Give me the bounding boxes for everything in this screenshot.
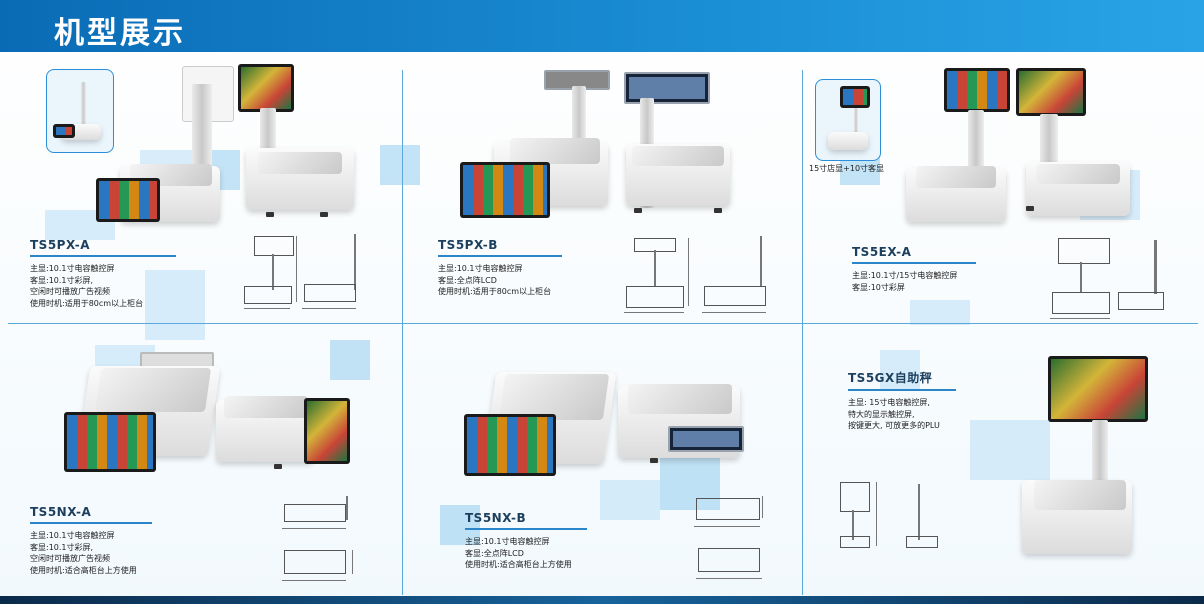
model-spec: 主显:10.1寸/15寸电容触控屏 <box>852 271 958 280</box>
model-spec: 主显:10.1寸电容触控屏 <box>438 264 523 273</box>
header-banner: 机型展示 <box>0 0 1204 52</box>
ts5ex-a-dimension-drawing <box>1050 234 1170 324</box>
grid-divider <box>8 323 1198 324</box>
ts5px-b-product-image <box>460 66 740 231</box>
model-name: TS5GX自助秤 <box>848 371 933 385</box>
model-name-underline <box>465 528 587 530</box>
ts5px-a-thumbnail <box>46 69 114 153</box>
model-spec: 客显:全点阵LCD <box>438 275 497 285</box>
ts5px-b-dimension-drawing <box>624 232 774 317</box>
ts5gx-dimension-drawing <box>836 470 946 554</box>
ts5gx-product-image <box>1018 356 1158 564</box>
model-ts5px-b: TS5PX-B 主显:10.1寸电容触控屏 客显:全点阵LCD 使用时机:适用于… <box>438 238 562 298</box>
ts5ex-a-product-image <box>900 64 1150 224</box>
grid-divider <box>402 70 403 595</box>
model-name: TS5NX-B <box>465 511 527 525</box>
ts5px-a-product-image <box>90 60 360 230</box>
model-spec: 客显:全点阵LCD <box>465 548 524 558</box>
model-name-underline <box>30 522 152 524</box>
model-spec: 特大的显示触控屏, <box>848 409 915 419</box>
model-name-underline <box>848 389 956 391</box>
model-spec: 空闲时可播放广告视频 <box>30 287 110 296</box>
model-spec: 主显:10.1寸电容触控屏 <box>30 264 115 273</box>
model-spec: 主显:10.1寸电容触控屏 <box>30 531 115 540</box>
ts5ex-a-thumbnail-caption: 15寸店显+10寸客显 <box>809 164 885 173</box>
model-spec: 主显:10.1寸电容触控屏 <box>465 537 550 546</box>
model-ts5nx-b: TS5NX-B 主显:10.1寸电容触控屏 客显:全点阵LCD 使用时机:适合高… <box>465 511 587 571</box>
model-spec: 使用时机:适合高柜台上方使用 <box>30 565 137 575</box>
model-spec: 使用时机:适用于80cm以上柜台 <box>30 298 144 308</box>
ts5ex-a-thumbnail <box>815 79 881 161</box>
model-name-underline <box>852 262 976 264</box>
main-display <box>464 414 556 476</box>
lcd-display <box>624 72 710 104</box>
model-name: TS5PX-B <box>438 238 498 252</box>
ts5nx-b-dimension-drawing <box>688 492 778 588</box>
decor-tile <box>330 340 370 380</box>
decor-tile <box>880 350 920 390</box>
page-title: 机型展示 <box>54 16 186 51</box>
main-display <box>944 68 1010 112</box>
main-display <box>96 178 160 222</box>
model-spec: 使用时机:适用于80cm以上柜台 <box>438 287 552 296</box>
model-name: TS5NX-A <box>30 505 92 519</box>
model-ts5px-a: TS5PX-A 主显:10.1寸电容触控屏 客显:10.1寸彩屏, 空闲时可播放… <box>30 238 176 309</box>
grid-divider <box>802 70 803 595</box>
model-name: TS5PX-A <box>30 238 91 252</box>
model-spec: 客显:10.1寸彩屏, <box>30 542 94 552</box>
model-ts5gx: TS5GX自助秤 主显: 15寸电容触控屏, 特大的显示触控屏, 按键更大, 可… <box>848 369 956 432</box>
model-name-underline <box>30 255 176 257</box>
model-spec: 空闲时可播放广告视频 <box>30 554 110 563</box>
model-name-underline <box>438 255 562 257</box>
customer-display <box>304 398 350 464</box>
ts5nx-a-dimension-drawing <box>274 492 364 588</box>
model-ts5ex-a: TS5EX-A 主显:10.1寸/15寸电容触控屏 客显:10寸彩屏 <box>852 245 976 293</box>
main-display <box>460 162 550 218</box>
model-spec: 使用时机:适合高柜台上方使用 <box>465 560 572 569</box>
customer-display <box>1016 68 1086 116</box>
decor-tile <box>660 450 720 510</box>
model-spec: 按键更大, 可放更多的PLU <box>848 421 940 430</box>
model-spec: 客显:10寸彩屏 <box>852 282 905 292</box>
ts5px-a-dimension-drawing <box>244 230 364 315</box>
lcd-display <box>668 426 744 452</box>
model-spec: 客显:10.1寸彩屏, <box>30 275 94 285</box>
decor-tile <box>440 505 480 545</box>
main-display <box>1048 356 1148 422</box>
main-display <box>64 412 156 472</box>
model-spec: 主显: 15寸电容触控屏, <box>848 398 930 407</box>
ts5nx-a-product-image <box>60 352 360 492</box>
footer-strip <box>0 596 1204 604</box>
decor-tile <box>145 270 205 340</box>
model-name: TS5EX-A <box>852 245 912 259</box>
decor-tile <box>970 420 1050 480</box>
model-ts5nx-a: TS5NX-A 主显:10.1寸电容触控屏 客显:10.1寸彩屏, 空闲时可播放… <box>30 505 152 576</box>
decor-tile <box>380 145 420 185</box>
decor-tile <box>600 480 660 520</box>
customer-display <box>238 64 294 112</box>
decor-tile <box>910 300 970 325</box>
ts5nx-b-product-image <box>462 366 752 486</box>
